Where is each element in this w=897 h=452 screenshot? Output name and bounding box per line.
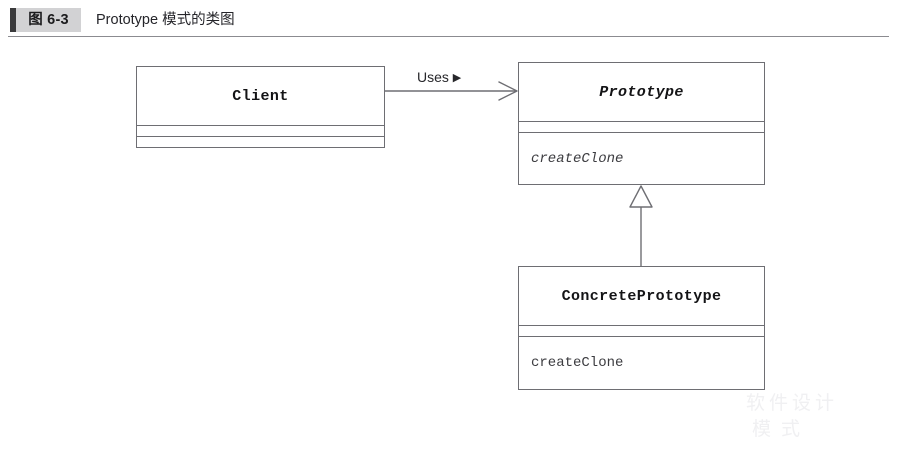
class-attributes-client bbox=[137, 125, 384, 136]
figure-title: Prototype 模式的类图 bbox=[96, 12, 235, 28]
scan-ghost-artifact-1: 软件设计 bbox=[746, 393, 839, 414]
class-name-concrete-prototype: ConcretePrototype bbox=[519, 267, 764, 325]
uses-relation-label: Uses ▶ bbox=[417, 68, 461, 86]
class-attributes-concrete-prototype bbox=[519, 325, 764, 336]
class-operation-prototype-createclone: createClone bbox=[519, 132, 764, 184]
class-name-client: Client bbox=[137, 67, 384, 125]
uml-class-concrete-prototype[interactable]: ConcretePrototype createClone bbox=[518, 266, 765, 390]
uses-open-arrowhead bbox=[498, 81, 518, 101]
uml-class-client[interactable]: Client bbox=[136, 66, 385, 148]
class-operation-concrete-prototype-createclone: createClone bbox=[519, 336, 764, 389]
caption-divider bbox=[8, 36, 889, 37]
uml-class-prototype[interactable]: Prototype createClone bbox=[518, 62, 765, 185]
class-name-prototype: Prototype bbox=[519, 63, 764, 121]
uses-relation-text: Uses bbox=[417, 69, 449, 85]
uses-direction-triangle-icon: ▶ bbox=[452, 72, 462, 84]
figure-caption: 图 6-3 Prototype 模式的类图 bbox=[0, 0, 897, 40]
figure-number-box: 图 6-3 bbox=[16, 8, 81, 32]
class-operations-client bbox=[137, 136, 384, 147]
connector-generalization bbox=[629, 185, 653, 266]
caption-accent-bar bbox=[10, 8, 16, 32]
scan-ghost-artifact-2: 模式 bbox=[752, 419, 811, 440]
class-attributes-prototype bbox=[519, 121, 764, 132]
generalization-hollow-triangle bbox=[629, 185, 653, 208]
figure-number-label: 图 6-3 bbox=[28, 12, 69, 28]
